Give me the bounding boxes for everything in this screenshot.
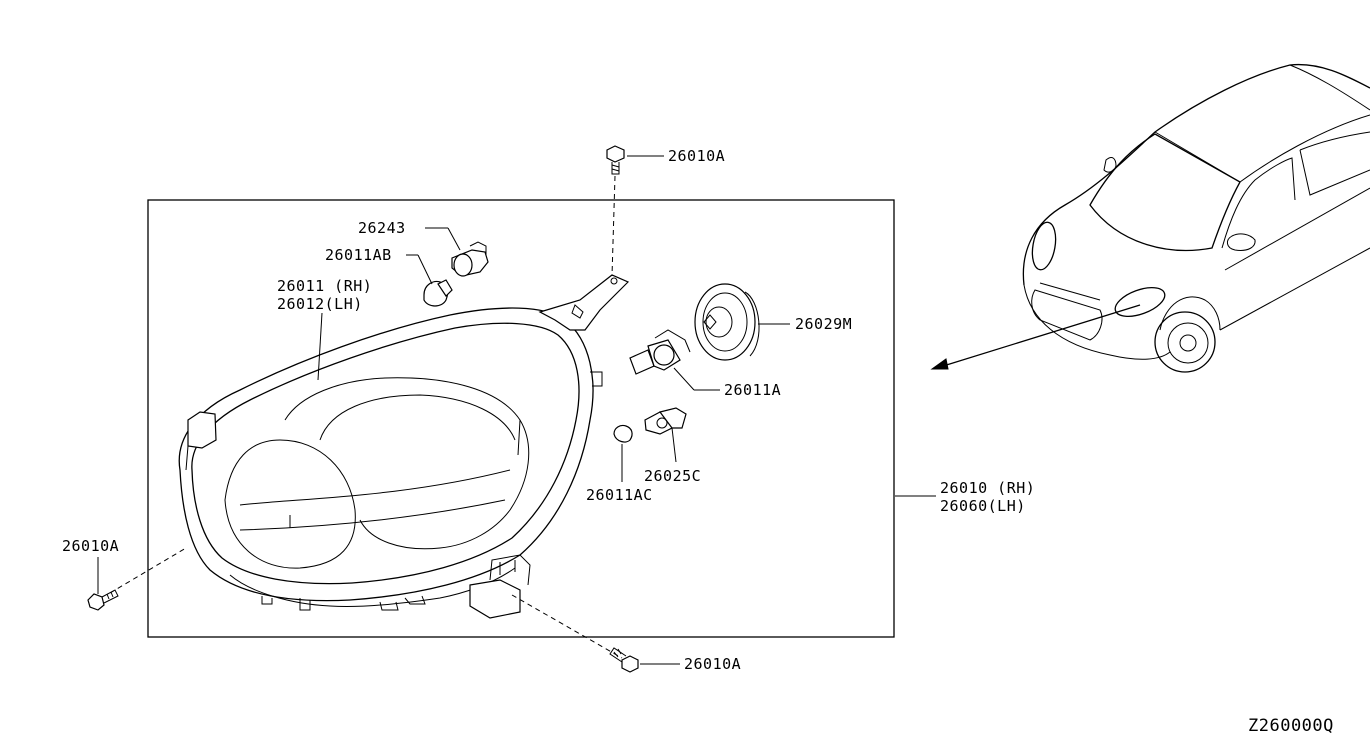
diagram-code: Z260000Q bbox=[1248, 716, 1334, 736]
side-bulb-drawing bbox=[613, 424, 633, 443]
label-assy-lh: 26060(LH) bbox=[940, 497, 1026, 515]
label-bolt-top: 26010A bbox=[668, 147, 725, 165]
headlamp-housing-drawing bbox=[178, 274, 630, 619]
label-bulb-side: 26011AC bbox=[586, 486, 653, 504]
label-bulb-small: 26011AB bbox=[325, 246, 392, 264]
bulb-socket-small-drawing bbox=[451, 241, 489, 277]
side-socket-drawing bbox=[644, 407, 687, 435]
label-bulb-socket-small: 26243 bbox=[358, 219, 406, 237]
label-assy-rh: 26010 (RH) bbox=[940, 479, 1035, 497]
leader-lines bbox=[97, 155, 936, 665]
label-bolt-left: 26010A bbox=[62, 537, 119, 555]
label-socket-side: 26025C bbox=[644, 467, 701, 485]
label-cap: 26029M bbox=[795, 315, 852, 333]
dust-cap-drawing bbox=[694, 283, 760, 361]
location-arrow bbox=[930, 304, 1141, 370]
bolt-top-drawing bbox=[606, 145, 625, 175]
bolt-left-drawing bbox=[87, 589, 119, 611]
bulb-small-drawing bbox=[423, 279, 453, 307]
assembly-frame bbox=[147, 199, 895, 638]
label-bolt-bottom: 26010A bbox=[684, 655, 741, 673]
main-bulb-drawing bbox=[629, 329, 691, 375]
label-bulb-main: 26011A bbox=[724, 381, 781, 399]
bolt-bottom-drawing bbox=[609, 647, 639, 673]
label-lamp-unit-rh: 26011 (RH) bbox=[277, 277, 372, 295]
label-lamp-unit-lh: 26012(LH) bbox=[277, 295, 363, 313]
vehicle-location-sketch bbox=[1022, 63, 1370, 373]
